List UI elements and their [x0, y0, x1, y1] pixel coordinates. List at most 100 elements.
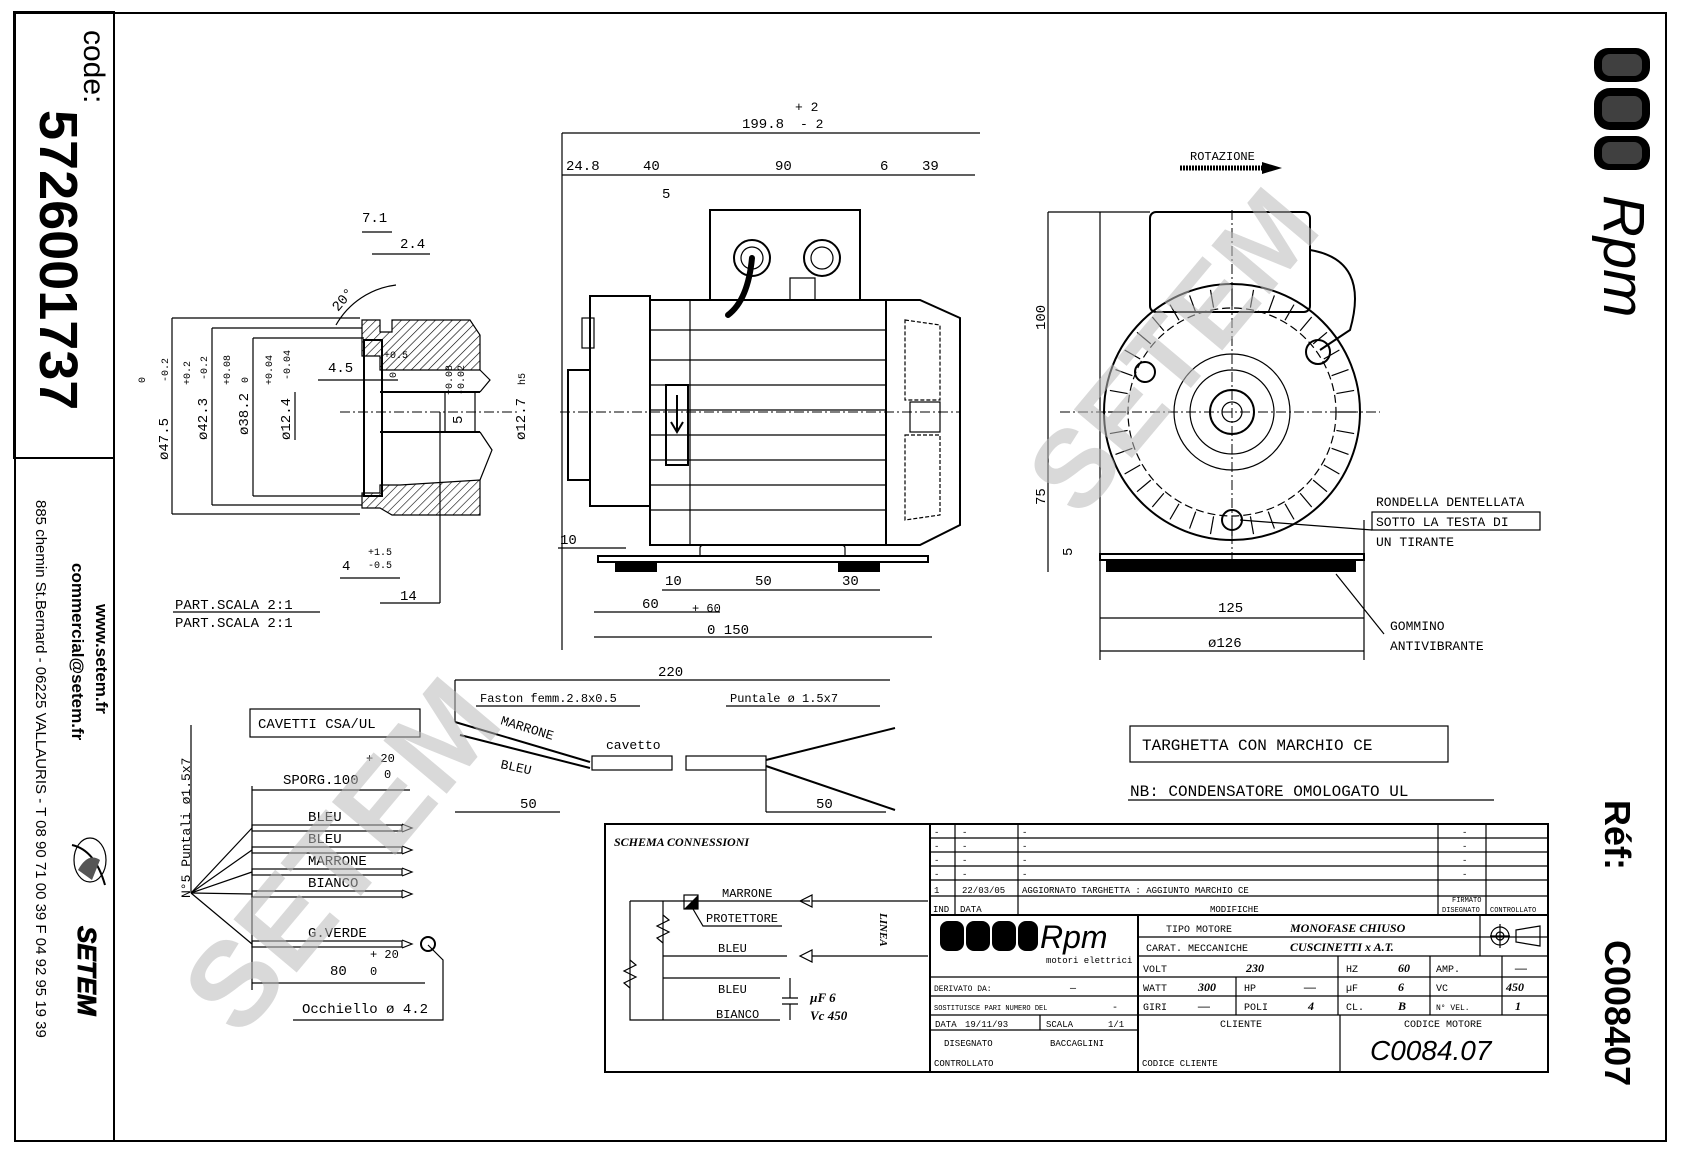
left-panel: code: 5726001737 www.setem.fr commercial… [13, 11, 115, 1141]
ul-cables: CAVETTI CSA/UL + 20 SPORG.100 0 N°5 Punt… [179, 708, 444, 1021]
dim: 30 [842, 574, 859, 590]
label: POLI [1244, 1003, 1268, 1014]
label: VOLT [1143, 965, 1167, 976]
dim: 39 [922, 159, 939, 175]
tipo-motore: MONOFASE CHIUSO [1289, 921, 1406, 935]
hdr: CONTROLLATO [1490, 907, 1536, 915]
fit: h5 [517, 373, 529, 385]
label: AMP. [1436, 965, 1460, 976]
vc: 450 [1505, 980, 1524, 994]
right-panel: Rpm Réf: C008407 [1591, 48, 1656, 1086]
website[interactable]: www.setem.fr [92, 603, 111, 714]
eyelet-icon [420, 936, 436, 952]
fan-fin [1169, 503, 1180, 520]
label: µF [1346, 984, 1358, 995]
label: HZ [1346, 965, 1358, 976]
fan-fin [1267, 511, 1275, 529]
setem-watermark: SETEM [1004, 166, 1342, 535]
rev-cell: 22/03/05 [962, 886, 1005, 896]
wire-bleu: BLEU [718, 942, 747, 956]
wire-label: BLEU [499, 757, 533, 778]
eyelet-label: Occhiello ø 4.2 [302, 1002, 428, 1018]
company-logo-text: SETEM [72, 926, 102, 1017]
cable-label: cavetto [606, 738, 661, 753]
dim-dia-47: ø47.5 [157, 418, 173, 460]
hz: 60 [1398, 961, 1410, 975]
fan-fin [1312, 331, 1328, 345]
capacitor-uf: µF 6 [809, 990, 836, 1005]
fan-fin [1336, 389, 1355, 395]
fan-fin [1336, 429, 1355, 435]
note-rubber-line: ANTIVIBRANTE [1390, 639, 1484, 654]
rev-cell: - [962, 828, 967, 838]
hdr: FIRMATO [1452, 897, 1481, 905]
hdr: DISEGNATO [1442, 907, 1480, 915]
dim-5: 5 [451, 416, 467, 424]
scala: 1/1 [1108, 1020, 1124, 1030]
rev-cell: - [962, 842, 967, 852]
wire-arrow-icon [401, 889, 414, 899]
linea-label: LINEA [877, 912, 889, 947]
dim: 5 [662, 187, 670, 203]
dim: 0 150 [707, 623, 749, 639]
dim-dia-38: ø38.2 [237, 393, 253, 435]
dim-14: 14 [400, 589, 417, 605]
fan-fin [1115, 369, 1133, 377]
puntale-label: Puntale ø 1.5x7 [730, 692, 838, 706]
label: CLIENTE [1220, 1020, 1262, 1031]
poli: 4 [1307, 999, 1314, 1013]
dim-4: 4 [342, 559, 350, 575]
amp: — [1514, 961, 1527, 975]
fan-fin [1331, 447, 1349, 455]
dim-2-4: 2.4 [400, 237, 425, 253]
label: CODICE CLIENTE [1142, 1059, 1218, 1069]
leader-line [190, 871, 253, 894]
label: VC [1436, 984, 1448, 995]
dim: 24.8 [566, 159, 600, 175]
label: CARAT. MECCANICHE [1146, 944, 1248, 955]
tol: + 20 [366, 752, 395, 766]
tol: 0 [389, 372, 400, 378]
dim: 50 [520, 797, 537, 813]
protector-label: PROTETTORE [706, 912, 778, 926]
ul-wire-label: BIANCO [308, 876, 358, 892]
fan-fin [1284, 503, 1295, 520]
dim-dia-42: ø42.3 [196, 398, 212, 440]
setem-logo-icon [71, 837, 107, 886]
label: SOSTITUISCE PARI NUMERO DEL [934, 1005, 1047, 1013]
rev-cell: - [934, 870, 939, 880]
email[interactable]: commercial@setem.fr [68, 563, 87, 741]
ul-wire-label: BLEU [308, 810, 342, 826]
fan-fin [1109, 389, 1128, 395]
notes: TARGHETTA CON MARCHIO CE NB: CONDENSATOR… [1128, 725, 1494, 801]
rev-cell: - [934, 856, 939, 866]
dim: 75 [1034, 488, 1050, 505]
front-view: ROTAZIONE 100 75 5 125 ø126 RONDELLA DEN… [1034, 150, 1541, 660]
dim: 10 [665, 574, 682, 590]
fan-fin [1323, 349, 1340, 360]
tol: + 2 [795, 100, 818, 115]
fan-fin [1312, 479, 1328, 493]
fan-fin [1284, 304, 1295, 321]
projection-symbol-icon [1490, 924, 1541, 948]
rev-cell: - [1462, 870, 1467, 880]
fan-fin [1209, 516, 1215, 535]
title-brand: Rpm [1040, 919, 1108, 955]
rpm-logo-small-icon [940, 921, 1038, 951]
ref-value: C008407 [1597, 940, 1638, 1086]
fan-fin [1124, 349, 1141, 360]
setem-watermark: SETEM [157, 654, 525, 1057]
code-label: code: [77, 30, 110, 103]
dim: 220 [658, 665, 683, 681]
leader-line [190, 892, 253, 945]
scale-label-2: PART.SCALA 2:1 [175, 616, 293, 632]
hdr: MODIFICHE [1210, 905, 1259, 915]
fan-fin [1299, 316, 1313, 332]
dim: 50 [755, 574, 772, 590]
dim: 40 [643, 159, 660, 175]
date: 19/11/93 [965, 1020, 1008, 1030]
fan-fin [1124, 464, 1141, 475]
dim: 6 [880, 159, 888, 175]
tol: -0.2 [161, 358, 172, 382]
derivato: — [1069, 984, 1077, 995]
